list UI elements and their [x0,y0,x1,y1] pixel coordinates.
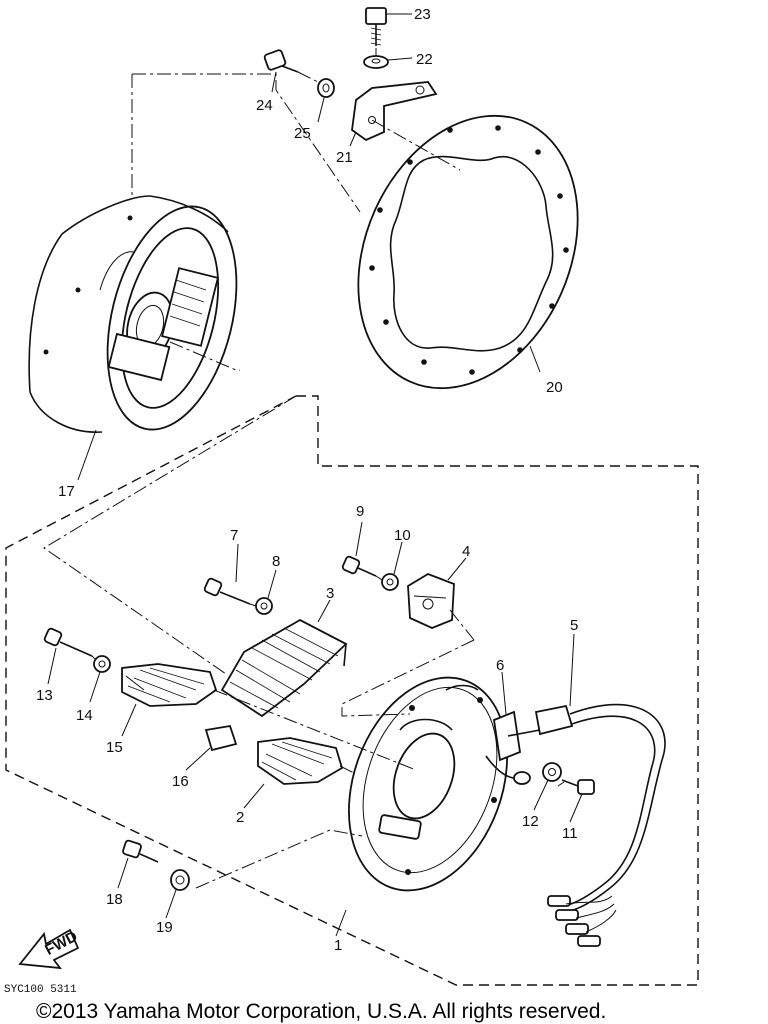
label-24: 24 [256,97,273,114]
diagram-code: SYC100 5311 [4,984,77,996]
label-16: 16 [172,773,189,790]
label-22: 22 [416,51,433,68]
fasteners-lower [43,555,595,891]
label-7: 7 [230,527,238,544]
label-17: 17 [58,483,75,500]
wire-harness [507,703,666,947]
center-lines [43,48,565,889]
label-8: 8 [272,553,280,570]
fwd-arrow-icon: FWD [18,928,81,970]
label-15: 15 [106,739,123,756]
top-bracket-group [263,7,438,142]
coil-2 [257,737,344,785]
label-6: 6 [496,657,504,674]
label-14: 14 [76,707,93,724]
assembly-boundary [5,395,699,986]
label-3: 3 [326,585,334,602]
label-5: 5 [570,617,578,634]
coil-15 [121,663,218,707]
label-20: 20 [546,379,563,396]
label-18: 18 [106,891,123,908]
label-23: 23 [414,6,431,23]
label-1: 1 [334,937,342,954]
part-labels: 23 22 24 25 21 20 17 7 8 9 10 4 3 5 6 13… [36,6,578,954]
copyright-notice: ©2013 Yamaha Motor Corporation, U.S.A. A… [36,1000,606,1023]
label-10: 10 [394,527,411,544]
label-12: 12 [522,813,539,830]
pickup-bracket [485,710,531,785]
gasket-ring [357,114,579,390]
label-9: 9 [356,503,364,520]
connector-terminals [547,895,617,947]
label-25: 25 [294,125,311,142]
flywheel-rotor [28,195,238,433]
label-13: 13 [36,687,53,704]
label-4: 4 [462,543,470,560]
label-2: 2 [236,809,244,826]
label-19: 19 [156,919,173,936]
label-21: 21 [336,149,353,166]
stator-base-plate [348,676,508,892]
coil-3 [220,618,348,718]
coil-4 [407,573,455,629]
leader-lines [47,13,583,937]
label-11: 11 [562,825,578,842]
